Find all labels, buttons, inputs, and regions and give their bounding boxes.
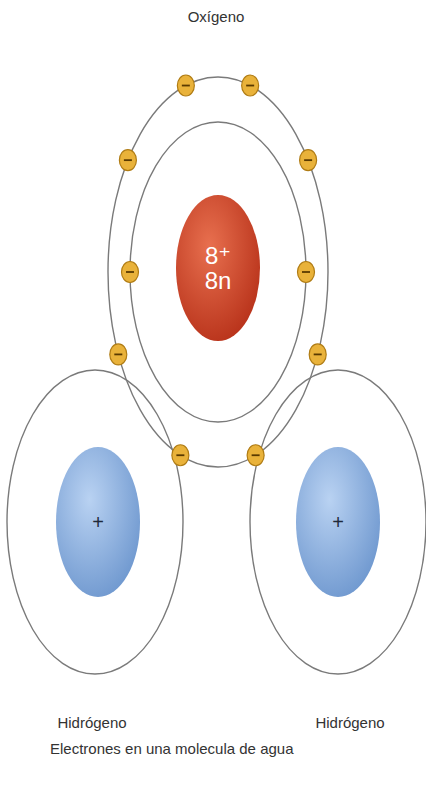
electron — [247, 445, 264, 466]
atom-name: Hidrógeno — [57, 714, 126, 731]
electron — [309, 344, 326, 365]
hydrogen-nucleus: + — [295, 446, 381, 598]
oxygen-nucleus: 8⁺8n — [175, 194, 261, 342]
atom-name: Hidrógeno — [315, 714, 384, 731]
atom-name: Oxígeno — [188, 8, 245, 25]
electron — [298, 262, 315, 283]
outer-orbit — [108, 77, 328, 467]
hydrogen-nucleus: + — [55, 446, 141, 598]
caption: Electrones en una molecula de agua — [50, 740, 294, 757]
hydrogen-orbit — [7, 370, 183, 674]
nucleus-label: 8n — [205, 268, 232, 293]
hydrogen-orbit — [250, 370, 426, 674]
electron — [242, 75, 259, 96]
electron — [300, 150, 317, 171]
electron — [122, 262, 139, 283]
nucleus-label: 8⁺ — [205, 243, 231, 268]
electron — [177, 75, 194, 96]
electron — [172, 445, 189, 466]
inner-orbit — [130, 122, 306, 422]
nucleus-label: + — [92, 512, 104, 533]
electron — [119, 150, 136, 171]
electron — [110, 344, 127, 365]
nucleus-label: + — [332, 512, 344, 533]
